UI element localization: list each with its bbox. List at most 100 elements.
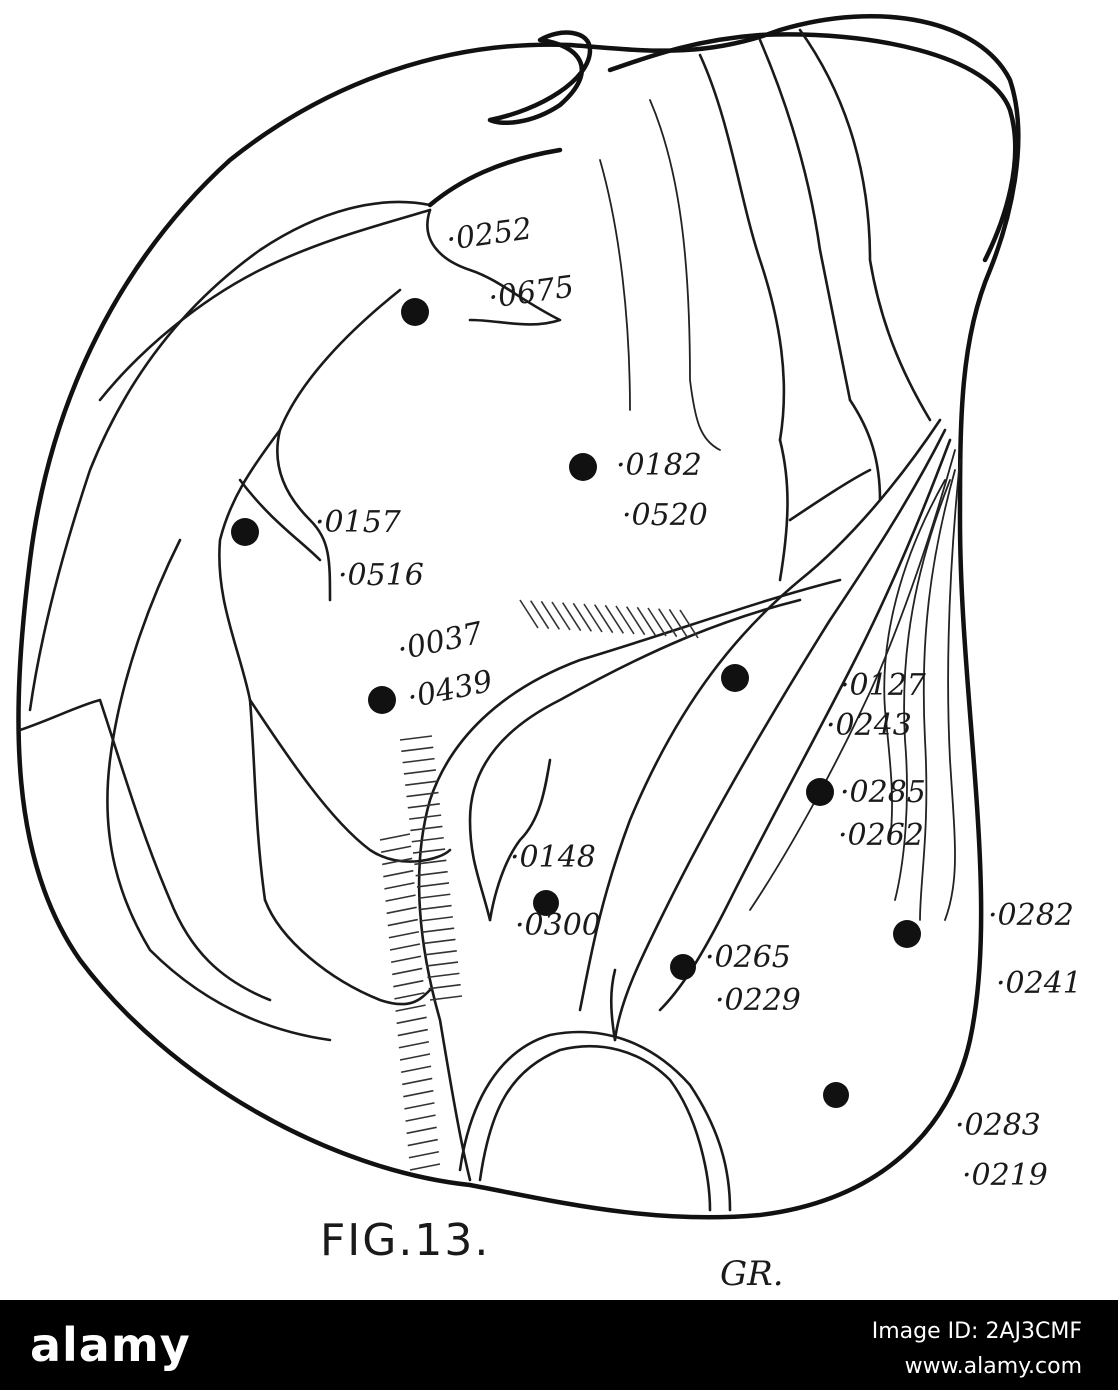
hatch-stroke-lower <box>387 918 418 927</box>
outer-outline <box>16 14 1021 1220</box>
label-f1: ·0285 <box>840 775 926 810</box>
hatch-stroke-lower <box>398 1040 430 1049</box>
recording-dot-d <box>368 686 396 714</box>
recording-dot-j <box>823 1082 849 1108</box>
hatch-stroke-lower <box>396 1016 427 1025</box>
hatch-stroke-upper <box>561 602 582 632</box>
label-b2: ·0520 <box>622 498 708 533</box>
hatch-stroke-left <box>401 746 434 753</box>
hatch-stroke-upper <box>668 608 689 638</box>
hatch-stroke-left <box>427 972 460 979</box>
sulcus-near-g <box>488 758 552 922</box>
inner-line-7 <box>248 698 452 863</box>
hatch-stroke-left <box>425 961 459 967</box>
image-id-text: Image ID: 2AJ3CMF <box>871 1319 1082 1344</box>
hatch-stroke-left <box>415 870 448 877</box>
label-d1: ·0037 <box>394 616 486 668</box>
hatch-stroke-left <box>406 791 439 798</box>
gyrus-line-6 <box>778 438 872 582</box>
hatch-stroke-lower <box>399 1053 431 1061</box>
bottom-arch-stem <box>609 968 617 1042</box>
tract-bundle-6 <box>919 469 956 921</box>
inner-line-5 <box>106 538 332 1042</box>
top-fold <box>487 30 593 126</box>
artist-signature: GR. <box>720 1254 784 1294</box>
hatch-stroke-upper <box>625 606 646 636</box>
hatch-stroke-left <box>422 927 455 933</box>
tract-bundle-8 <box>883 479 946 841</box>
hatch-stroke-lower <box>403 1089 434 1098</box>
hatch-stroke-upper <box>679 609 699 639</box>
hatch-stroke-lower <box>380 845 412 854</box>
label-c1: ·0157 <box>315 505 402 540</box>
recording-dot-c <box>231 518 259 546</box>
gyrus-line-3 <box>698 53 786 442</box>
inner-line-3 <box>218 428 282 902</box>
hatch-stroke-lower <box>385 894 416 902</box>
label-b1: ·0182 <box>616 448 702 483</box>
recording-dot-g <box>533 890 559 916</box>
hatch-stroke-left <box>416 882 450 888</box>
hatch-stroke-lower <box>395 1004 426 1012</box>
recording-dot-h <box>670 954 696 980</box>
hatch-stroke-left <box>419 904 452 911</box>
label-c2: ·0516 <box>338 558 424 593</box>
hatch-stroke-left <box>409 814 442 820</box>
hatch-stroke-upper <box>519 599 539 629</box>
hatch-stroke-lower <box>389 943 421 951</box>
left-upper-line <box>98 208 432 402</box>
label-i2: ·0241 <box>996 966 1082 1001</box>
hatch-stroke-lower <box>406 1126 437 1135</box>
hatch-stroke-upper <box>647 607 667 637</box>
gyrus-line-4 <box>758 38 852 402</box>
hatch-stroke-lower <box>388 930 420 939</box>
label-i1: ·0282 <box>988 898 1074 933</box>
label-e1: ·0127 <box>840 668 927 703</box>
hatched-region <box>379 599 699 1171</box>
tract-bundle-7 <box>894 479 951 901</box>
bottom-arch-inner <box>458 1030 732 1212</box>
hatch-stroke-lower <box>405 1114 436 1122</box>
tract-bundle-4 <box>749 449 956 911</box>
gyrus-line-2 <box>649 99 721 451</box>
hatch-stroke-left <box>411 836 444 843</box>
hatch-stroke-lower <box>402 1077 433 1086</box>
label-d2: ·0439 <box>404 664 495 716</box>
hatch-stroke-lower <box>397 1028 428 1037</box>
hatch-stroke-left <box>423 938 456 945</box>
hatch-stroke-left <box>410 825 443 832</box>
label-h2: ·0229 <box>715 983 801 1018</box>
tract-bundle-3 <box>658 438 952 1012</box>
inner-line-6 <box>18 698 272 1002</box>
label-g2: ·0300 <box>515 908 601 943</box>
hatch-stroke-upper <box>636 606 657 636</box>
tract-bundle-1 <box>578 418 942 1012</box>
hatch-stroke-upper <box>583 603 603 633</box>
label-j1: ·0283 <box>955 1108 1041 1143</box>
hatch-stroke-left <box>402 757 435 764</box>
hatch-stroke-upper <box>551 601 571 631</box>
hatch-stroke-lower <box>383 869 414 878</box>
label-a2: ·0675 <box>486 269 576 316</box>
hatch-stroke-lower <box>384 882 415 890</box>
hatch-stroke-lower <box>390 955 422 964</box>
dark-ridge <box>427 147 563 208</box>
figure-caption: FIG.13. <box>320 1215 490 1266</box>
hatch-stroke-upper <box>572 602 593 632</box>
hatch-stroke-left <box>405 780 438 787</box>
hatch-stroke-left <box>424 949 457 956</box>
inner-line-1 <box>426 208 562 326</box>
label-e2: ·0243 <box>826 708 912 743</box>
hatch-stroke-left <box>420 916 453 922</box>
hatch-stroke-upper <box>593 604 614 634</box>
label-a1: ·0252 <box>444 211 534 258</box>
hatch-stroke-left <box>414 859 447 866</box>
hatch-stroke-lower <box>408 1150 440 1159</box>
gyrus-line-7 <box>848 398 882 502</box>
inner-line-2 <box>276 288 402 602</box>
watermark-id: Image ID: 2AJ3CMF www.alamy.com <box>872 1314 1082 1384</box>
top-right-lobe <box>607 32 1018 263</box>
recording-dot-b <box>569 453 597 481</box>
hatch-stroke-upper <box>615 605 635 635</box>
recording-dot-e <box>721 664 749 692</box>
